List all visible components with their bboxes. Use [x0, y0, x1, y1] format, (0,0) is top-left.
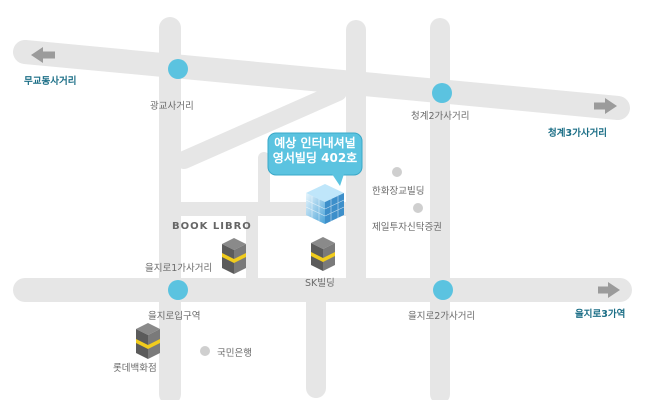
road-diagonal-mid — [175, 83, 347, 169]
building-label-lotte: 롯데백화점 — [113, 363, 157, 374]
target-callout-bubble — [267, 132, 363, 186]
building-label-book-libro: BOOK LIBRO — [172, 221, 252, 232]
building-icon-target — [305, 184, 345, 224]
intersection-label-euljiro2: 을지로2가사거리 — [408, 311, 476, 322]
destination-label-cheonggye3: 청계3가사거리 — [548, 128, 608, 139]
building-icon-lotte — [136, 323, 160, 359]
poi-dot-hanwha — [392, 167, 402, 177]
building-icon-book-libro — [222, 238, 246, 274]
building-label-hanwha: 한화장교빌딩 — [372, 186, 425, 197]
intersection-label-cheonggye2: 청계2가사거리 — [411, 111, 470, 122]
building-label-jeil: 제일투자신탁증권 — [372, 222, 442, 233]
intersection-marker-cheonggye2 — [432, 83, 452, 103]
intersection-label-euljiro1: 을지로1가사거리 — [145, 263, 213, 274]
direction-arrows — [31, 47, 620, 298]
arrow-left-icon — [31, 47, 55, 63]
poi-dot-kookmin — [200, 346, 210, 356]
road-mugyo-diagonal — [13, 40, 630, 120]
intersection-marker-gwanggyo — [168, 59, 188, 79]
arrow-right-icon — [598, 282, 620, 298]
target-callout: 예상 인터내셔널 영서빌딩 402호 — [268, 136, 362, 166]
intersection-label-gwanggyo: 광교사거리 — [150, 101, 194, 112]
destination-label-euljiro3: 을지로3가역 — [575, 309, 626, 320]
building-label-kookmin: 국민은행 — [217, 348, 252, 359]
destination-label-mugyo: 무교동사거리 — [24, 76, 77, 87]
poi-dot-jeil — [413, 203, 423, 213]
target-callout-line1: 예상 인터내셔널 — [274, 136, 356, 150]
intersection-marker-euljiro-entrance — [168, 280, 188, 300]
intersection-marker-euljiro2 — [433, 280, 453, 300]
arrow-right-icon — [594, 98, 617, 114]
target-callout-line2: 영서빌딩 402호 — [272, 151, 358, 165]
building-icon-sk — [311, 237, 335, 271]
intersection-label-euljiro-entrance: 을지로입구역 — [148, 311, 201, 322]
building-label-sk: SK빌딩 — [305, 278, 335, 289]
